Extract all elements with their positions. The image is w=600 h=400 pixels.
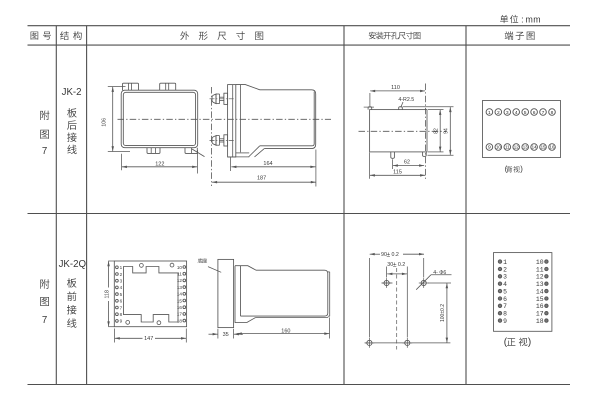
- svg-text:7: 7: [542, 110, 545, 116]
- svg-text:11: 11: [505, 145, 510, 150]
- svg-text:mm: mm: [526, 14, 541, 24]
- svg-text:(: (: [504, 337, 508, 348]
- svg-text:7: 7: [42, 315, 47, 326]
- svg-text:15: 15: [177, 298, 183, 303]
- svg-text:13: 13: [523, 145, 528, 150]
- svg-text:10: 10: [536, 259, 544, 266]
- svg-text:4-R2.5: 4-R2.5: [398, 97, 414, 103]
- svg-text:6: 6: [503, 296, 507, 303]
- svg-text:16: 16: [536, 303, 544, 310]
- svg-text:4: 4: [503, 281, 507, 288]
- svg-text::: :: [521, 14, 524, 24]
- svg-text:±: ±: [393, 262, 397, 269]
- svg-text:5: 5: [524, 110, 527, 116]
- svg-text:160: 160: [281, 328, 290, 334]
- svg-text:7: 7: [120, 305, 123, 310]
- svg-text:1: 1: [488, 110, 491, 116]
- svg-text:14: 14: [532, 145, 537, 150]
- svg-text:): ): [520, 164, 523, 173]
- svg-text:9: 9: [488, 145, 491, 151]
- svg-text:9: 9: [120, 319, 123, 324]
- svg-text:8: 8: [503, 310, 507, 317]
- svg-text:9: 9: [503, 318, 507, 325]
- svg-text:62: 62: [404, 160, 410, 166]
- svg-text:14: 14: [536, 288, 544, 295]
- svg-text:5: 5: [120, 292, 123, 297]
- svg-text:7: 7: [503, 303, 507, 310]
- svg-text:94: 94: [444, 128, 450, 134]
- svg-text:16: 16: [550, 145, 555, 150]
- svg-text:11: 11: [536, 266, 544, 273]
- svg-text:JK-2: JK-2: [62, 87, 82, 98]
- svg-text:): ): [528, 337, 531, 348]
- svg-text:106: 106: [101, 118, 107, 127]
- svg-text:82: 82: [434, 128, 440, 134]
- svg-text:18: 18: [536, 318, 544, 325]
- svg-text:8: 8: [120, 312, 123, 317]
- svg-text:15: 15: [536, 296, 544, 303]
- svg-text:30: 30: [387, 262, 393, 268]
- svg-text:12: 12: [536, 274, 544, 281]
- svg-text:100±0.2: 100±0.2: [440, 304, 446, 322]
- svg-text:11: 11: [177, 272, 182, 277]
- svg-text:6: 6: [120, 299, 123, 304]
- svg-text:12: 12: [177, 278, 183, 283]
- svg-text:2: 2: [503, 266, 507, 273]
- svg-text:8: 8: [551, 110, 554, 116]
- svg-text:122: 122: [155, 162, 164, 168]
- svg-text:Φ6: Φ6: [439, 270, 446, 276]
- svg-text:147: 147: [144, 336, 153, 342]
- svg-text:90: 90: [381, 252, 387, 258]
- svg-text:4: 4: [515, 110, 518, 116]
- svg-text:10: 10: [177, 265, 183, 270]
- svg-text:4: 4: [120, 285, 123, 290]
- svg-text:17: 17: [177, 312, 183, 317]
- svg-text:2: 2: [497, 110, 500, 116]
- svg-text:3: 3: [503, 274, 507, 281]
- svg-text:12: 12: [514, 145, 519, 150]
- svg-text:4-: 4-: [433, 270, 438, 276]
- svg-text:1: 1: [503, 259, 507, 266]
- svg-text:13: 13: [177, 285, 183, 290]
- svg-text:16: 16: [177, 305, 183, 310]
- svg-text:14: 14: [177, 292, 183, 297]
- svg-text:1: 1: [120, 265, 123, 270]
- svg-text:187: 187: [257, 175, 266, 181]
- svg-text:3: 3: [120, 279, 123, 284]
- svg-text:3: 3: [506, 110, 509, 116]
- svg-text:110: 110: [391, 85, 400, 91]
- svg-text:10: 10: [496, 145, 501, 150]
- svg-text:JK-2Q: JK-2Q: [59, 259, 87, 270]
- svg-text:(: (: [505, 164, 508, 173]
- svg-text:35: 35: [223, 332, 229, 338]
- svg-text:5: 5: [503, 288, 507, 295]
- svg-text:2: 2: [120, 272, 123, 277]
- svg-text:±: ±: [386, 252, 390, 259]
- svg-text:13: 13: [536, 281, 544, 288]
- svg-text:7: 7: [42, 146, 47, 157]
- svg-text:0.2: 0.2: [398, 262, 405, 268]
- svg-text:6: 6: [533, 110, 536, 116]
- svg-text:15: 15: [541, 145, 546, 150]
- svg-text:115: 115: [393, 169, 402, 175]
- svg-text:17: 17: [536, 310, 544, 317]
- svg-text:0.2: 0.2: [392, 252, 399, 258]
- svg-text:118: 118: [105, 290, 111, 298]
- svg-text:18: 18: [177, 318, 183, 323]
- svg-text:164: 164: [263, 161, 272, 167]
